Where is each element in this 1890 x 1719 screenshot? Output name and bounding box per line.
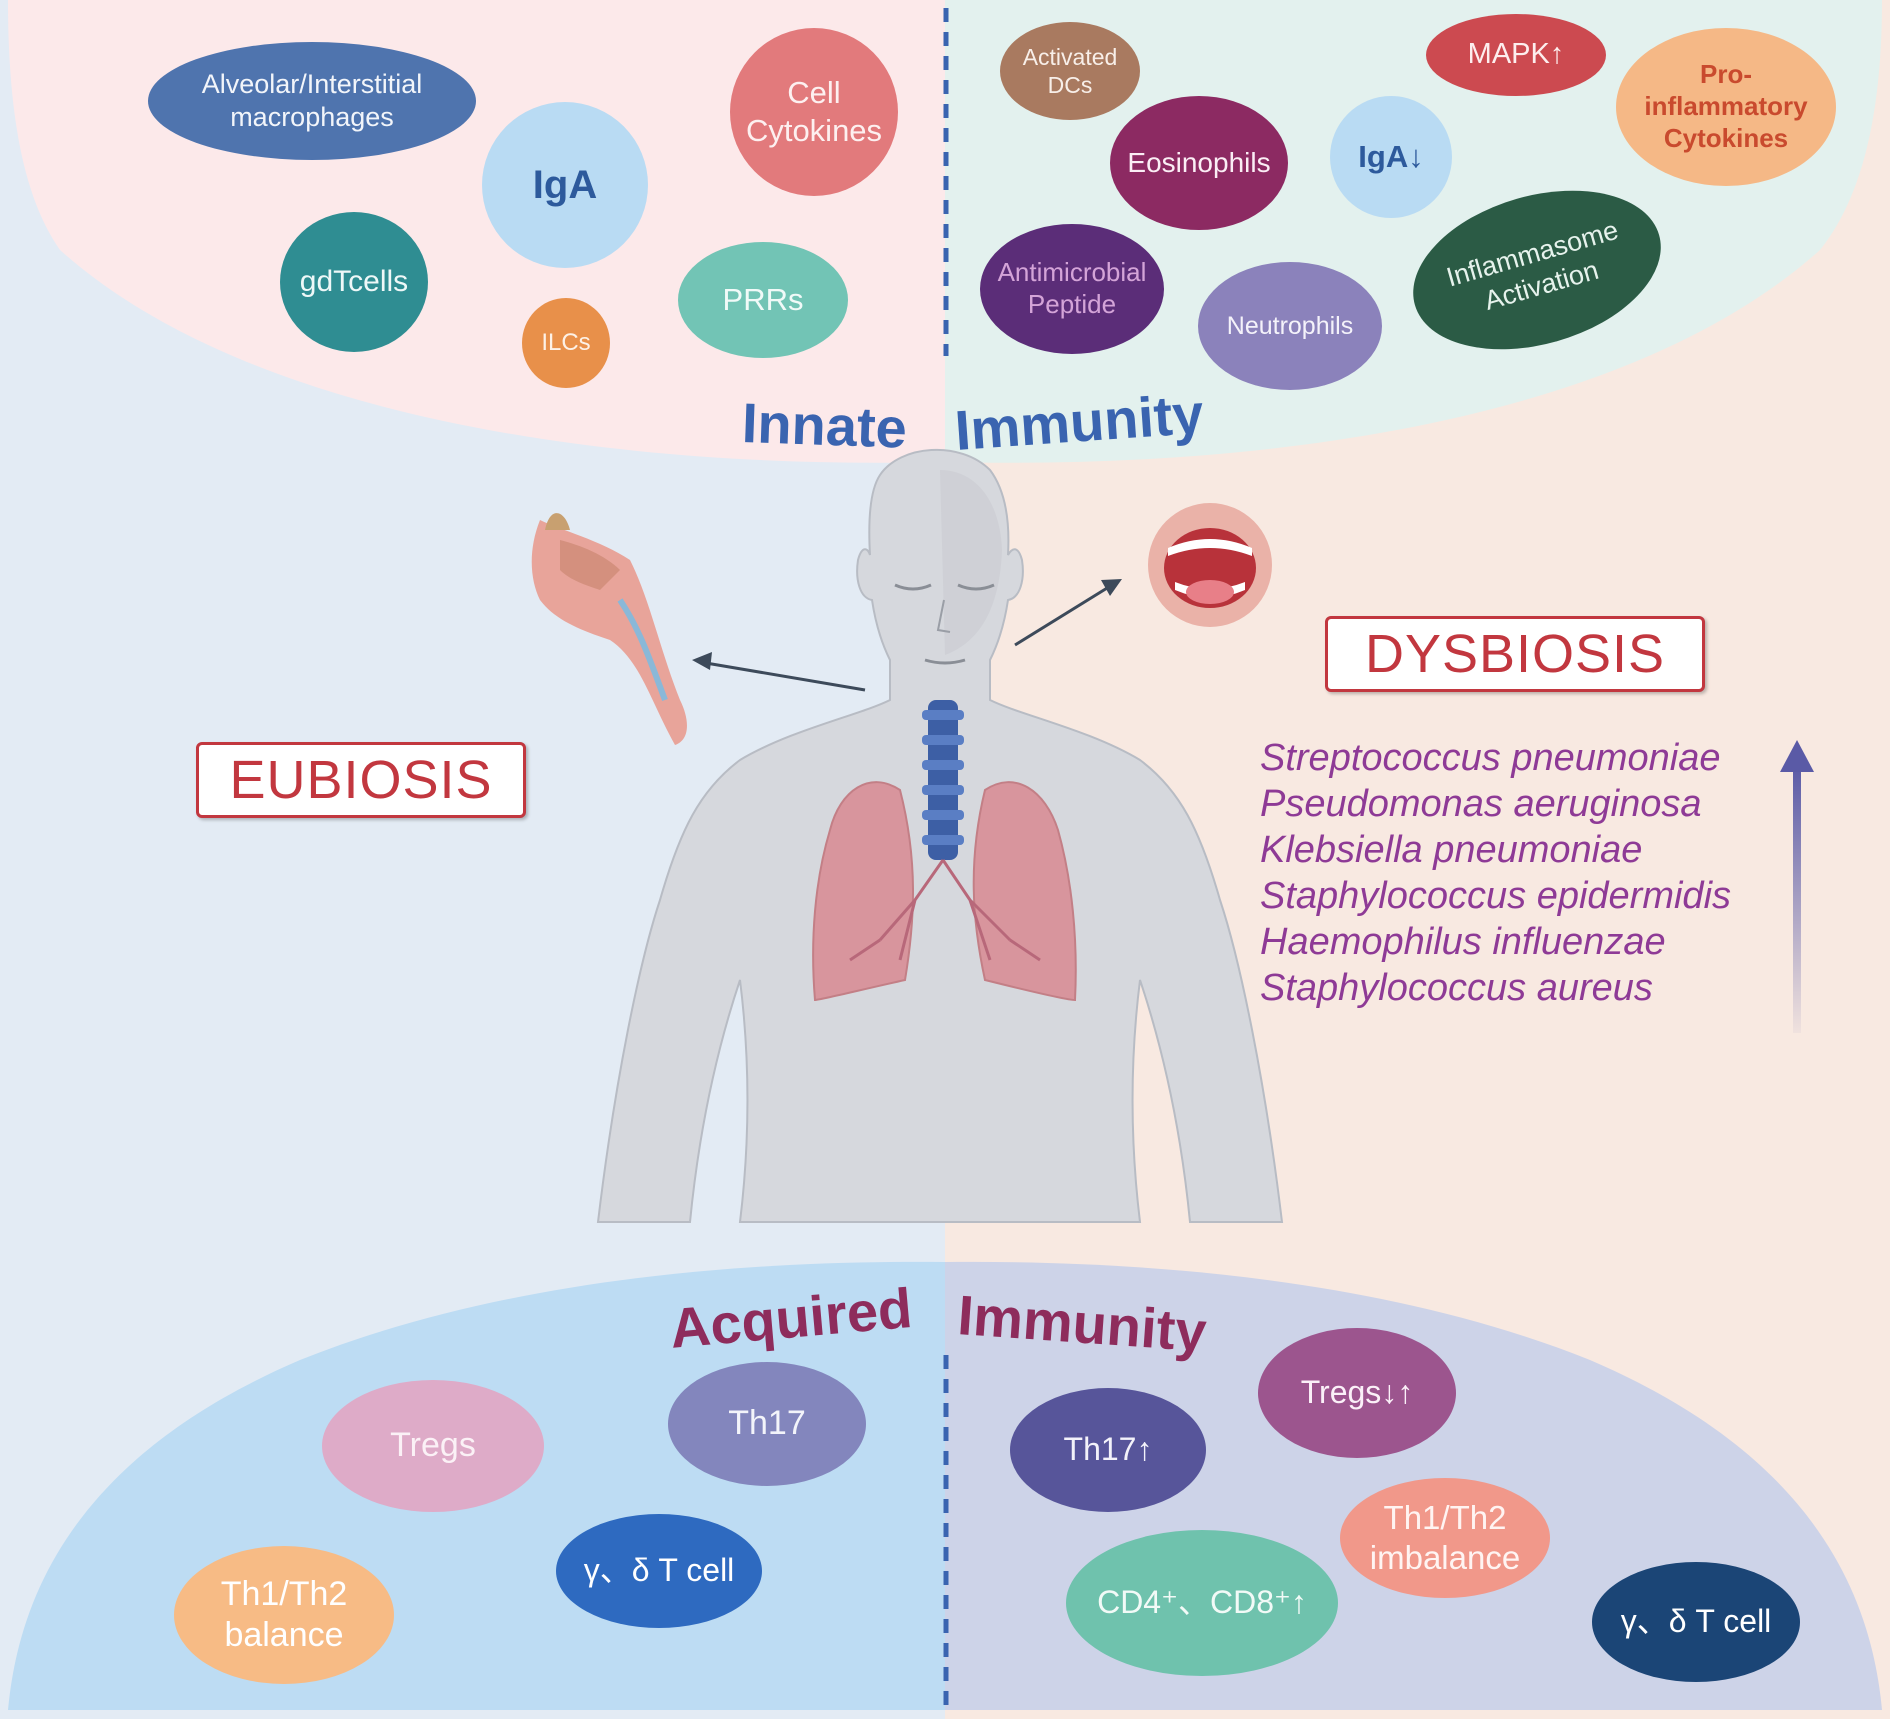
- left-eye: [894, 583, 932, 591]
- species-item: Pseudomonas aeruginosa: [1260, 783, 1702, 825]
- cell-iga-down: IgA↓: [1330, 96, 1452, 218]
- cell-tregs-altered: Tregs↓↑: [1258, 1328, 1456, 1458]
- cell-pro-inflammatory-cytokines: Pro-inflammatory Cytokines: [1616, 28, 1836, 186]
- cell-neutrophils: Neutrophils: [1198, 262, 1382, 390]
- cell-alveolar-macrophages: Alveolar/Interstitial macrophages: [148, 42, 476, 160]
- cell-th1-th2-imbalance: Th1/Th2 imbalance: [1340, 1478, 1550, 1598]
- bronchi: [849, 859, 1041, 962]
- nasal-cavity-illustration: [531, 513, 687, 745]
- dysbiosis-label: DYSBIOSIS: [1325, 616, 1705, 692]
- oral-cavity-illustration: [1148, 503, 1272, 627]
- right-lung: [972, 781, 1077, 1002]
- species-item: Haemophilus influenzae: [1260, 921, 1666, 963]
- cell-iga: IgA: [482, 102, 648, 268]
- dysbiosis-species-list: Streptococcus pneumoniae Pseudomonas aer…: [1260, 735, 1780, 1011]
- cell-gdtcells: gdTcells: [280, 212, 428, 352]
- mouth: [924, 658, 966, 665]
- arrow-to-oral: [1014, 583, 1113, 647]
- cell-activated-dcs: Activated DCs: [1000, 22, 1140, 120]
- arrow-to-oral-head: [1101, 579, 1122, 596]
- cell-eosinophils: Eosinophils: [1110, 96, 1288, 230]
- cell-ilcs: ILCs: [522, 298, 610, 388]
- innate-title: Innate: [740, 391, 908, 460]
- right-eye: [957, 583, 995, 591]
- species-item: Staphylococcus epidermidis: [1260, 875, 1732, 917]
- species-item: Klebsiella pneumoniae: [1260, 829, 1643, 871]
- face-shade: [940, 470, 1002, 655]
- increase-arrow-shaft: [1793, 765, 1801, 1033]
- cell-th17-up: Th17↑: [1010, 1388, 1206, 1512]
- species-item: Staphylococcus aureus: [1260, 967, 1653, 1009]
- cell-mapk: MAPK↑: [1426, 14, 1606, 96]
- cell-antimicrobial-peptide: Antimicrobial Peptide: [980, 224, 1164, 354]
- cell-tregs: Tregs: [322, 1380, 544, 1512]
- increase-arrow-head: [1780, 740, 1814, 772]
- cell-gamma-delta-t: γ、δ T cell: [556, 1514, 762, 1628]
- arrow-to-nasal-head: [692, 652, 712, 670]
- cell-th17: Th17: [668, 1362, 866, 1486]
- species-item: Streptococcus pneumoniae: [1260, 737, 1721, 779]
- arrow-to-nasal: [699, 660, 866, 692]
- cell-cytokines: Cell Cytokines: [730, 28, 898, 196]
- cell-prrs: PRRs: [678, 242, 848, 358]
- cell-th1-th2-balance: Th1/Th2 balance: [174, 1546, 394, 1684]
- trachea: [922, 700, 964, 860]
- eubiosis-label: EUBIOSIS: [196, 742, 526, 818]
- nose: [936, 599, 951, 633]
- cell-cd4-cd8-up: CD4⁺、CD8⁺↑: [1066, 1530, 1338, 1676]
- human-figure: [596, 449, 1284, 1223]
- cell-gamma-delta-t-dysbiosis: γ、δ T cell: [1592, 1562, 1800, 1682]
